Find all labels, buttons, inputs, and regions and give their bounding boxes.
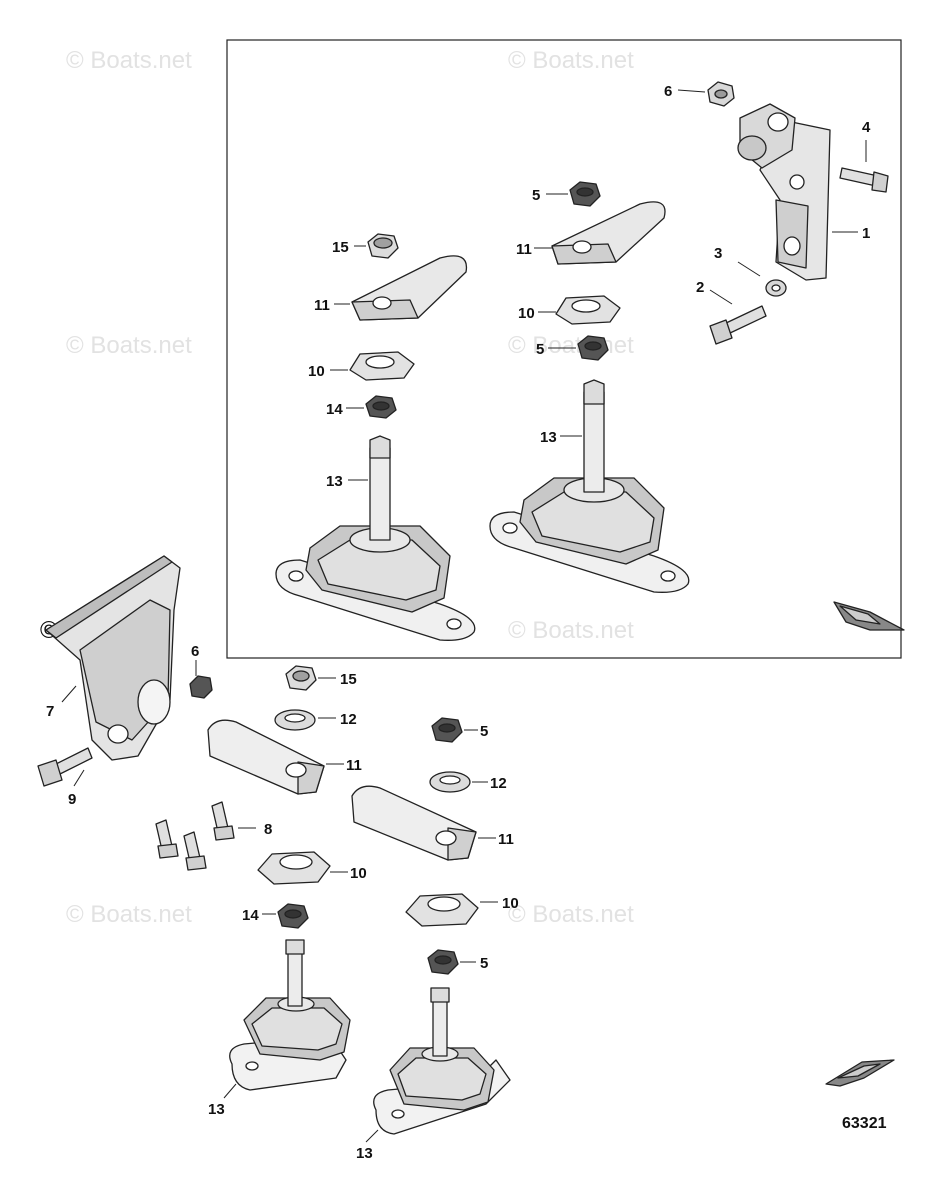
tab-washer-10-main-right — [405, 893, 479, 927]
nut-6-main — [189, 675, 213, 699]
sleeve-11-inset-left — [351, 255, 468, 321]
callout-13: 13 — [208, 1101, 225, 1118]
callout-5: 5 — [480, 955, 488, 972]
callout-1: 1 — [862, 225, 870, 242]
callout-15: 15 — [340, 671, 357, 688]
engine-mount-13-inset-left — [275, 435, 476, 641]
boat-orientation-icon — [833, 601, 905, 631]
sleeve-11-main-left — [207, 719, 325, 795]
callout-11: 11 — [314, 297, 330, 314]
callout-4: 4 — [862, 119, 871, 136]
callout-11: 11 — [498, 831, 514, 848]
watermark: © Boats.net — [66, 332, 192, 359]
callout-13: 13 — [326, 473, 343, 490]
callout-13: 13 — [356, 1145, 373, 1162]
tab-washer-10-inset-right — [555, 295, 621, 325]
callout-10: 10 — [308, 363, 325, 380]
callout-9: 9 — [68, 791, 76, 808]
engine-mount-13-inset-right — [489, 379, 690, 593]
callout-11: 11 — [516, 241, 532, 258]
washer-12-main-right — [429, 771, 471, 793]
nut-15-main — [285, 665, 317, 691]
nut-6-inset — [707, 81, 735, 107]
bolt-9 — [37, 747, 93, 787]
washer-12-main-left — [274, 709, 316, 731]
figure-number: 63321 — [842, 1115, 887, 1132]
callout-6: 6 — [191, 643, 199, 660]
transom-bracket-7 — [45, 555, 181, 761]
nut-14-inset — [365, 395, 397, 419]
callout-5: 5 — [536, 341, 544, 358]
nut-5-main-top — [431, 717, 463, 743]
nut-15-inset — [367, 233, 399, 259]
leader-lines — [61, 89, 867, 1143]
callout-10: 10 — [518, 305, 535, 322]
callout-5: 5 — [532, 187, 540, 204]
tab-washer-10-main-left — [257, 851, 331, 885]
sleeve-11-inset-right — [551, 201, 666, 265]
watermark: © Boats.net — [508, 47, 634, 74]
callout-labels: 1 2 3 4 5 5 5 5 6 6 7 8 9 10 10 10 10 11… — [46, 83, 871, 1162]
callout-12: 12 — [340, 711, 357, 728]
callout-11: 11 — [346, 757, 362, 774]
bolt-2 — [709, 305, 767, 345]
tab-washer-10-inset-left — [349, 351, 415, 381]
callout-7: 7 — [46, 703, 54, 720]
callout-14: 14 — [326, 401, 343, 418]
callout-5: 5 — [480, 723, 488, 740]
nut-5-main-bottom — [427, 949, 459, 975]
callout-8: 8 — [264, 821, 272, 838]
engine-mount-13-main-right — [373, 987, 511, 1135]
nut-5-inset-top — [569, 181, 601, 207]
callout-6: 6 — [664, 83, 672, 100]
callout-13: 13 — [540, 429, 557, 446]
watermark: © Boats.net — [508, 901, 634, 928]
inset-frame — [226, 39, 902, 659]
callout-10: 10 — [350, 865, 367, 882]
nut-5-inset-mid — [577, 335, 609, 361]
callout-12: 12 — [490, 775, 507, 792]
bolt-4 — [839, 167, 889, 193]
engine-mount-13-main-left — [229, 939, 351, 1091]
sleeve-11-main-right — [351, 785, 477, 861]
watermark: © Boats.net — [66, 901, 192, 928]
callout-15: 15 — [332, 239, 349, 256]
callout-3: 3 — [714, 245, 722, 262]
watermark: © Boats.net — [508, 332, 634, 359]
watermark: © Boats.net — [66, 47, 192, 74]
callout-2: 2 — [696, 279, 704, 296]
bracket-assembly — [737, 103, 831, 281]
callout-10: 10 — [502, 895, 519, 912]
watermark: © Boats.net — [508, 617, 634, 644]
callout-14: 14 — [242, 907, 259, 924]
nut-14-main — [277, 903, 309, 929]
screws-8 — [155, 801, 235, 871]
boat-orientation-icon-bottom — [825, 1059, 895, 1087]
washer-3 — [765, 279, 787, 297]
